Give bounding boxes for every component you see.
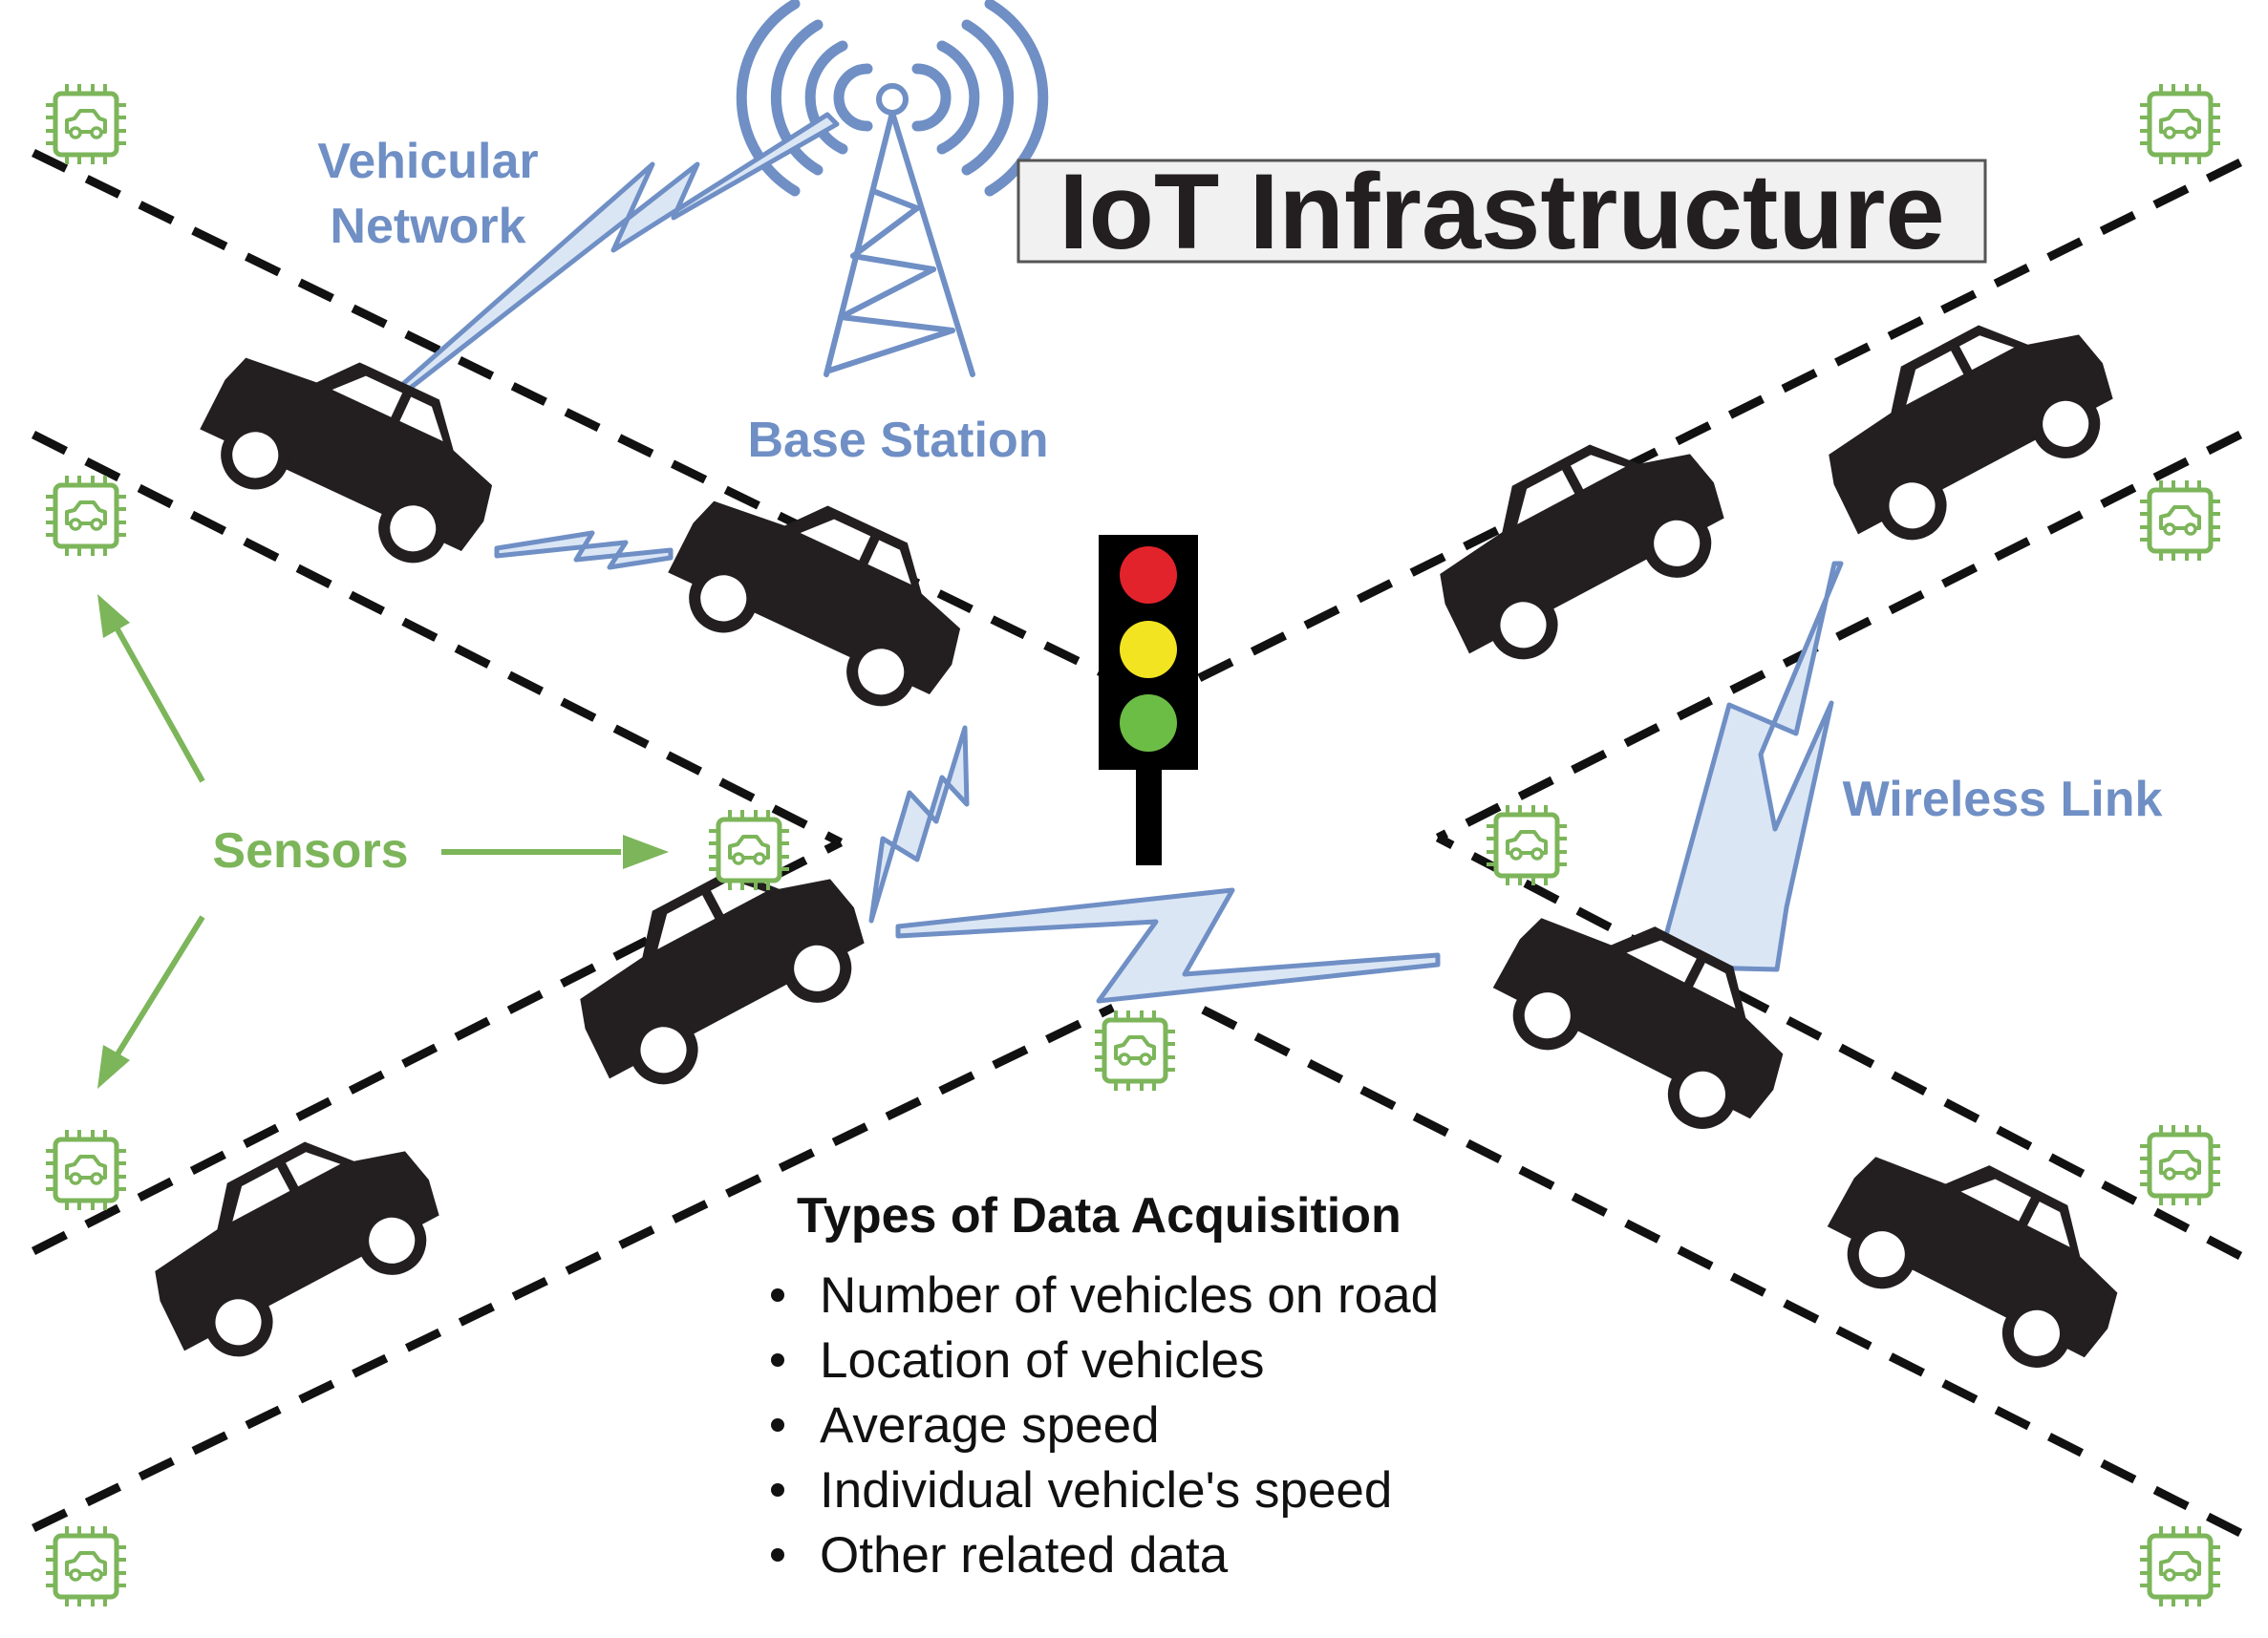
title-box xyxy=(1016,159,1987,264)
lightning-link-icon xyxy=(1655,561,1844,972)
sensor-chip-icon xyxy=(46,84,126,164)
sensor-chip-icon xyxy=(1487,805,1567,885)
list-item: Number of vehicles on road xyxy=(771,1267,1439,1324)
list-item-text: Number of vehicles on road xyxy=(820,1267,1439,1324)
list-item-text: Individual vehicle's speed xyxy=(820,1462,1392,1519)
sensors-label: Sensors xyxy=(212,823,408,879)
list-item-text: Average speed xyxy=(820,1397,1160,1454)
bullet-icon xyxy=(771,1483,784,1497)
sensor-chip-icon xyxy=(2140,1125,2220,1205)
base-station-label: Base Station xyxy=(748,413,1049,468)
sensor-chip-icon xyxy=(1095,1010,1175,1091)
traffic-light-icon xyxy=(1099,535,1198,865)
lightning-link-icon xyxy=(494,530,674,570)
list-item-text: Other related data xyxy=(820,1527,1229,1584)
lightning-link-icon xyxy=(868,725,970,924)
sensor-chip-icon xyxy=(2140,480,2220,561)
road-line-left-2 xyxy=(31,430,844,847)
car-icon xyxy=(1409,401,1744,678)
road-line-left-4 xyxy=(32,1003,1115,1533)
sensor-chip-icon xyxy=(46,476,126,556)
list-item: Average speed xyxy=(771,1397,1160,1454)
wireless-link-label: Wireless Link xyxy=(1843,772,2163,827)
road-line-right-3 xyxy=(1435,834,2243,1260)
vehicular-network-label-line2: Network xyxy=(330,199,525,254)
bullet-icon xyxy=(771,1353,784,1367)
car-icon xyxy=(124,1098,460,1375)
sensor-chip-icon xyxy=(46,1130,126,1210)
data-acquisition-list: Types of Data Acquisition Number of vehi… xyxy=(771,1188,1439,1584)
sensor-arrows xyxy=(97,594,669,1089)
bullet-icon xyxy=(771,1288,784,1302)
sensor-chip-icon xyxy=(2140,1526,2220,1606)
list-item: Individual vehicle's speed xyxy=(771,1462,1392,1519)
road-line-right-4 xyxy=(1196,1003,2243,1538)
car-icon xyxy=(188,313,523,581)
list-item-text: Location of vehicles xyxy=(820,1332,1265,1389)
page-title: IoT Infrastructure xyxy=(1059,152,1944,271)
sensor-chip-icon xyxy=(2140,84,2220,164)
data-acquisition-heading: Types of Data Acquisition xyxy=(797,1188,1401,1244)
road-line-left-3 xyxy=(31,838,844,1256)
list-item: Other related data xyxy=(771,1527,1229,1584)
car-icon xyxy=(656,457,991,724)
road-line-left-1 xyxy=(32,148,1115,683)
list-item: Location of vehicles xyxy=(771,1332,1265,1389)
wireless-links xyxy=(394,112,1844,1004)
road-line-right-1 xyxy=(1197,158,2242,683)
bullet-icon xyxy=(771,1418,784,1432)
sensor-chip-icon xyxy=(709,810,789,890)
road-line-right-2 xyxy=(1435,430,2243,842)
bullet-icon xyxy=(771,1548,784,1562)
sensor-chip-icon xyxy=(46,1526,126,1606)
roads xyxy=(31,148,2243,1538)
vehicular-network-label-line1: Vehicular xyxy=(317,134,538,189)
lightning-link-icon xyxy=(394,112,840,396)
lightning-link-icon xyxy=(895,887,1441,1004)
cell-tower-icon xyxy=(736,0,1049,377)
